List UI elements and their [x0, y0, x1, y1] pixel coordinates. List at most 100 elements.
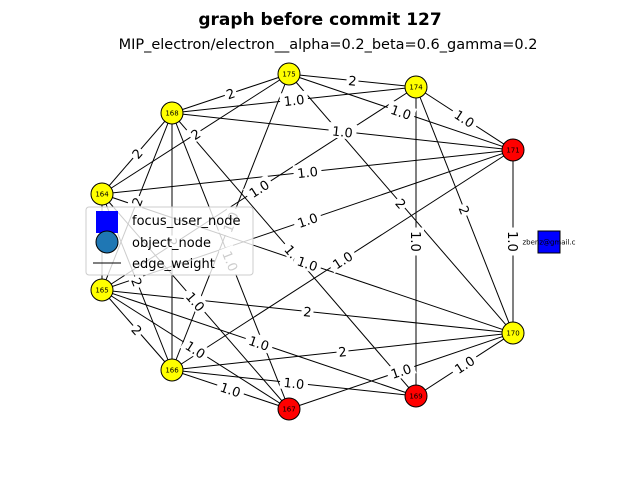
node-label: 175 — [282, 71, 295, 79]
edge-label-background — [326, 245, 359, 274]
object-node-circle — [501, 321, 525, 345]
edge-label-171-170: 1.0 — [504, 227, 521, 256]
edge-label-175-171: 1.0 — [385, 99, 417, 124]
edge-label-background — [279, 373, 309, 392]
edge-label-background — [128, 273, 147, 291]
edge-label-171-164: 1.0 — [292, 162, 323, 182]
node-169: 169 — [404, 384, 428, 408]
edge-label-background — [186, 124, 205, 144]
figure-title: graph before commit 127 — [198, 10, 441, 30]
node-168: 168 — [160, 101, 184, 125]
edge-weight-text: 2 — [338, 345, 348, 361]
edge-label-background — [345, 71, 360, 89]
edge-weight-text: 2 — [302, 305, 312, 321]
edge-label-background — [215, 377, 247, 401]
legend: focus_user_node object_node edge_weight — [85, 206, 254, 276]
edge-weight-text: 1.0 — [218, 381, 242, 402]
edge-weight-text: 1.0 — [407, 231, 422, 252]
edge-weight-text: 1.0 — [504, 231, 519, 252]
node-user: zbenz@gmail.c — [522, 230, 576, 254]
edge-label-background — [127, 192, 146, 210]
node-label: 167 — [282, 406, 295, 414]
edge-label-background — [291, 207, 324, 232]
legend-label-edge-weight: edge_weight — [132, 257, 215, 272]
edge-label-171-165: 1.0 — [291, 207, 324, 232]
edge-label-174-168: 1.0 — [279, 90, 309, 110]
node-label: 165 — [95, 287, 108, 295]
edge-label-background — [181, 285, 211, 317]
edge-weight-text: 1.0 — [295, 255, 319, 276]
edge-label-background — [243, 330, 275, 355]
legend-label-object-node: object_node — [132, 236, 211, 251]
edge-weight-text: 1.0 — [296, 211, 320, 232]
object-node-circle — [277, 62, 301, 86]
node-label: 168 — [165, 110, 178, 118]
node-label: 166 — [165, 367, 179, 375]
edge-label-background — [327, 122, 358, 140]
edge-weight-text: 1.0 — [297, 165, 319, 182]
object-node-circle — [501, 138, 525, 162]
edge-label-175-170: 2 — [391, 193, 411, 213]
object-node-circle — [160, 101, 184, 125]
edge-label-background — [292, 162, 323, 181]
node-171: 171 — [501, 138, 525, 162]
focus-user-square — [537, 230, 561, 254]
object-node-circle — [404, 384, 428, 408]
node-175: 175 — [277, 62, 301, 86]
edge-weight-text: 1.0 — [283, 376, 305, 393]
edge-label-168-165: 2 — [127, 192, 147, 210]
edge-label-165-170: 2 — [300, 302, 315, 321]
edge-label-168-164: 2 — [127, 143, 147, 163]
edge-label-174-170: 2 — [455, 201, 475, 219]
node-label: 170 — [506, 330, 519, 338]
edge-label-175-164: 2 — [186, 124, 205, 144]
node-label: 169 — [409, 393, 422, 401]
node-164: 164 — [90, 182, 114, 206]
edge-label-background — [391, 193, 411, 213]
node-174: 174 — [404, 75, 428, 99]
edge-label-background — [127, 320, 147, 340]
edge-label-background — [409, 227, 424, 256]
legend-frame — [85, 206, 254, 276]
node-label: 171 — [506, 147, 519, 155]
edge-label-background — [335, 342, 350, 360]
edge-label-165-169: 1.0 — [243, 330, 275, 355]
edge-label-168-175: 2 — [222, 84, 239, 103]
object-node-circle — [404, 75, 428, 99]
edge-label-background — [448, 104, 481, 132]
legend-square-marker — [96, 211, 118, 233]
figure-subtitle: MIP_electron/electron__alpha=0.2_beta=0.… — [119, 37, 538, 53]
node-label: 164 — [95, 191, 109, 199]
edge-label-166-169: 1.0 — [279, 373, 309, 393]
edge-label-background — [300, 302, 315, 320]
node-170: 170 — [501, 321, 525, 345]
object-node-circle — [160, 358, 184, 382]
edge-label-164-166: 2 — [127, 273, 147, 291]
edge-label-167-170: 1.0 — [385, 358, 417, 383]
object-node-circle — [90, 182, 114, 206]
node-166: 166 — [160, 358, 184, 382]
edge-label-174-169: 1.0 — [407, 227, 424, 256]
edge-label-168-171: 1.0 — [327, 122, 358, 142]
legend-circle-marker — [95, 230, 119, 254]
object-node-circle — [90, 278, 114, 302]
edge-weight-text: 1.0 — [283, 93, 305, 110]
edge-label-166-170: 2 — [335, 342, 350, 361]
legend-label-focus-user-node: focus_user_node — [132, 214, 241, 229]
edge-label-background — [385, 99, 417, 124]
edge-label-165-166: 2 — [127, 320, 147, 340]
edge-label-164-170: 1.0 — [291, 251, 324, 276]
edge-label-175-174: 2 — [345, 71, 360, 90]
node-label: 174 — [409, 84, 423, 92]
edge-label-background — [455, 201, 475, 219]
node-167: 167 — [277, 397, 301, 421]
edge-weight-text: 1.0 — [331, 124, 353, 141]
node-label: zbenz@gmail.c — [522, 239, 575, 247]
object-node-circle — [277, 397, 301, 421]
edge-weight-text: 1.0 — [246, 334, 270, 355]
edge-label-background — [127, 143, 147, 163]
node-165: 165 — [90, 278, 114, 302]
edge-label-background — [222, 84, 239, 103]
edge-label-background — [385, 358, 417, 383]
